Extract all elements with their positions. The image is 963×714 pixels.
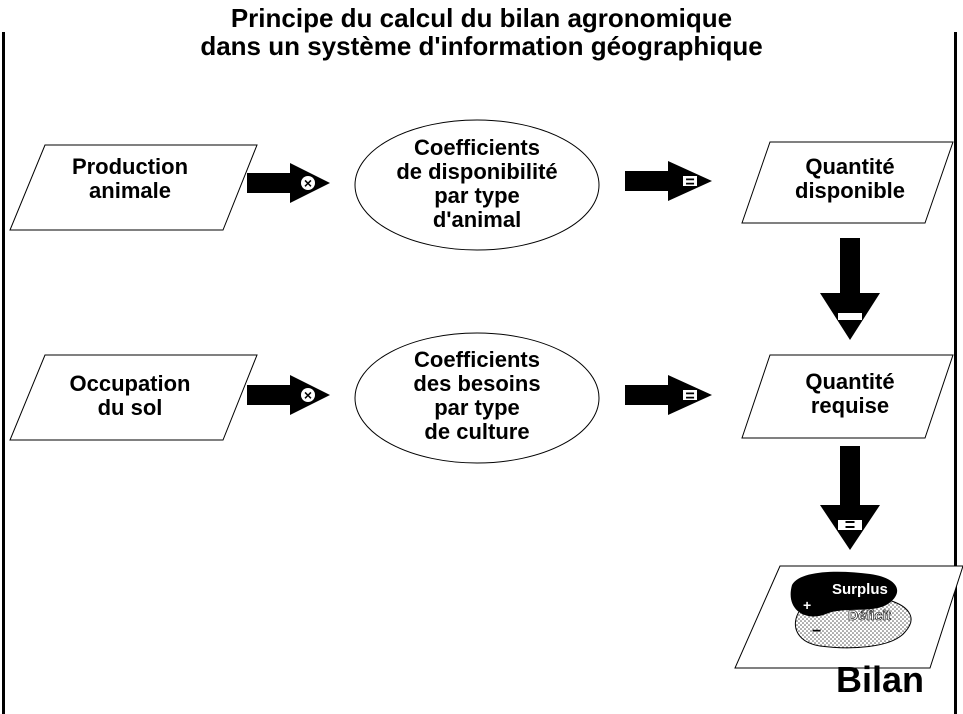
quantite-disponible-label: Quantité disponible [770, 155, 930, 203]
equals-operator-row1: = [685, 174, 694, 191]
equals-arrow-down [820, 446, 880, 550]
bilan-label: Bilan [835, 659, 924, 700]
coefficients-disponibilite-label: Coefficients de disponibilité par type d… [367, 136, 587, 232]
coefficients-disponibilite-line-3: par type [434, 183, 520, 208]
coefficients-disponibilite-ellipse [354, 119, 600, 251]
coefficients-disponibilite-line-1: Coefficients [414, 135, 540, 160]
multiply-arrow-row2 [247, 375, 330, 415]
multiply-operator-row2: × [304, 387, 312, 403]
flow-diagram: × × = = = Surplus Déficit + − [9, 119, 963, 669]
coefficients-besoins-line-3: par type [434, 395, 520, 420]
deficit-minus-sign: − [812, 623, 821, 640]
multiply-operator-row1: × [304, 175, 312, 191]
multiply-arrow-row1 [247, 163, 330, 203]
production-animale-line-1: Production [71, 154, 189, 179]
coefficients-besoins-line-4: de culture [424, 419, 530, 444]
quantite-disponible-line-1: Quantité [805, 154, 895, 179]
coefficients-besoins-label: Coefficients des besoins par type de cul… [367, 348, 587, 444]
occupation-sol-parallelogram [9, 354, 258, 441]
coefficients-besoins-line-2: des besoins [413, 371, 541, 396]
equals-operator-row2: = [685, 388, 694, 405]
deficit-label: Déficit [848, 607, 891, 623]
quantite-requise-line-1: Quantité [805, 369, 895, 394]
quantite-requise-line-2: requise [810, 393, 890, 418]
quantite-disponible-line-2: disponible [795, 178, 905, 203]
occupation-sol-line-1: Occupation [69, 371, 191, 396]
diagram-title-line-1: Principe du calcul du bilan agronomique [0, 4, 963, 32]
minus-arrow-down [820, 238, 880, 340]
diagram-title-line-2: dans un système d'information géographiq… [200, 31, 763, 61]
equals-arrow-row1 [625, 161, 712, 201]
occupation-sol-line-2: du sol [97, 395, 163, 420]
coefficients-besoins-line-1: Coefficients [414, 347, 540, 372]
production-animale-label: Production animale [40, 155, 220, 203]
quantite-requise-parallelogram [741, 354, 954, 439]
surplus-label: Surplus [832, 581, 888, 598]
production-animale-parallelogram [9, 144, 258, 231]
production-animale-line-2: animale [89, 178, 171, 203]
coefficients-disponibilite-line-4: d'animal [432, 207, 522, 232]
equals-operator-down: = [845, 515, 856, 535]
coefficients-disponibilite-line-2: de disponibilité [396, 159, 558, 184]
coefficients-besoins-ellipse [354, 332, 600, 464]
occupation-sol-label: Occupation du sol [40, 372, 220, 420]
quantite-requise-label: Quantité requise [770, 370, 930, 418]
quantite-disponible-parallelogram [741, 141, 954, 224]
equals-arrow-row2 [625, 375, 712, 415]
surplus-blob [790, 571, 898, 617]
surplus-plus-sign: + [803, 597, 811, 613]
